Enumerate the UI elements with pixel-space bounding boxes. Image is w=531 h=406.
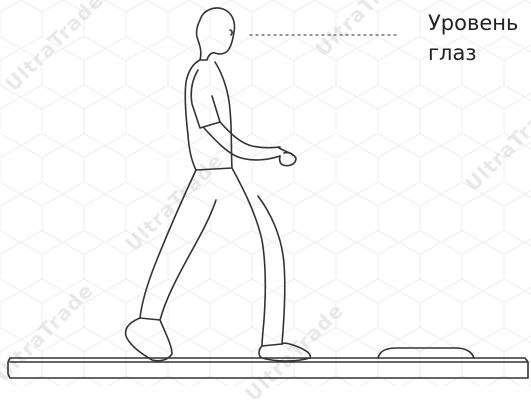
arm xyxy=(204,128,280,160)
back-shoe xyxy=(126,318,172,361)
front-leg xyxy=(232,168,285,346)
eye-level-label-line2: глаз xyxy=(428,38,518,68)
sleeve xyxy=(191,70,220,128)
eye-level-label: Уровень глаз xyxy=(428,8,518,68)
fist xyxy=(278,147,296,166)
board-pad xyxy=(378,348,474,358)
head xyxy=(197,8,235,60)
diagram-canvas: UltraTrade UltraTrade UltraTrade UltraTr… xyxy=(0,0,531,386)
torso xyxy=(185,60,232,170)
eye-level-label-line1: Уровень xyxy=(428,8,518,38)
board xyxy=(8,358,528,378)
back-leg xyxy=(140,170,216,320)
